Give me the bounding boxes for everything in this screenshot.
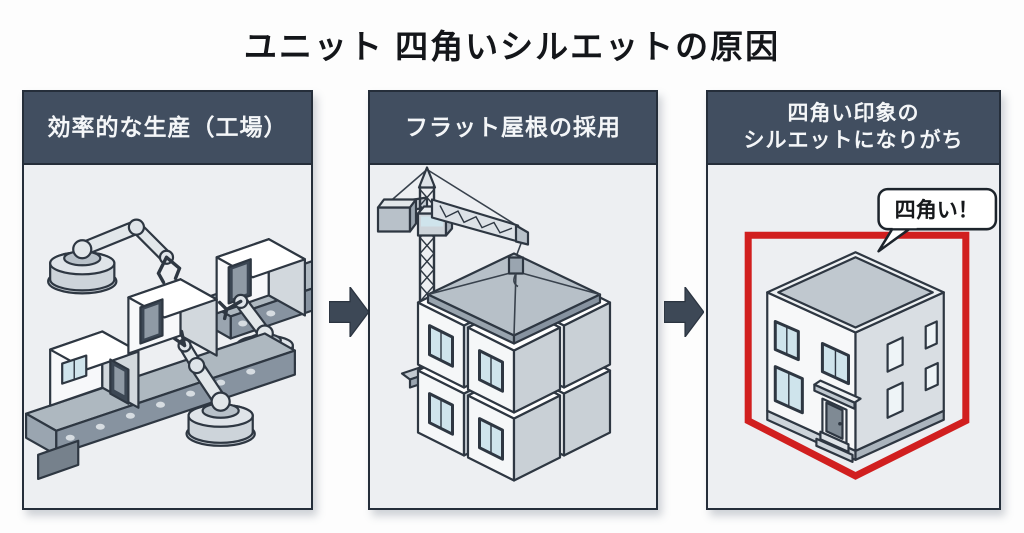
arrow-right-icon bbox=[664, 287, 704, 337]
panel2-header-label: フラット屋根の採用 bbox=[405, 114, 621, 141]
flat-roof-slab bbox=[426, 252, 602, 345]
panel-flat-roof: フラット屋根の採用 bbox=[368, 90, 658, 510]
panel3-header: 四角い印象の シルエットになりがち bbox=[708, 92, 999, 165]
unit-box-left bbox=[49, 330, 140, 409]
tower-crane bbox=[376, 166, 530, 389]
panel1-body bbox=[24, 165, 311, 510]
panel3-body: 四角い！ bbox=[708, 165, 999, 510]
panel3-header-line1: 四角い印象の bbox=[787, 102, 920, 126]
panel1-header: 効率的な生産（工場） bbox=[24, 92, 311, 165]
panel3-header-line2: シルエットになりがち bbox=[743, 128, 964, 152]
speech-bubble: 四角い！ bbox=[877, 187, 998, 253]
arrow-right-icon bbox=[329, 287, 369, 337]
robot-arm-lower-right bbox=[172, 329, 256, 447]
red-square-outline bbox=[744, 231, 970, 480]
panel2-header: フラット屋根の採用 bbox=[370, 92, 656, 165]
robot-arm-upper-left bbox=[47, 218, 182, 295]
unit-box-right bbox=[215, 238, 307, 317]
panel-square-silhouette: 四角い印象の シルエットになりがち bbox=[706, 90, 1001, 510]
boxy-house bbox=[766, 251, 945, 463]
unit-box-middle bbox=[127, 278, 218, 357]
house-illustration: 四角い！ bbox=[744, 187, 998, 480]
conveyor-main bbox=[24, 332, 296, 481]
panel-efficient-production: 効率的な生産（工場） bbox=[22, 90, 313, 510]
factory-illustration bbox=[24, 218, 311, 481]
panel1-header-label: 効率的な生産（工場） bbox=[47, 114, 288, 141]
speech-bubble-label: 四角い！ bbox=[895, 197, 979, 222]
page-title: ユニット 四角いシルエットの原因 bbox=[243, 28, 781, 65]
crane-illustration bbox=[376, 166, 612, 482]
panel2-body bbox=[370, 165, 656, 510]
